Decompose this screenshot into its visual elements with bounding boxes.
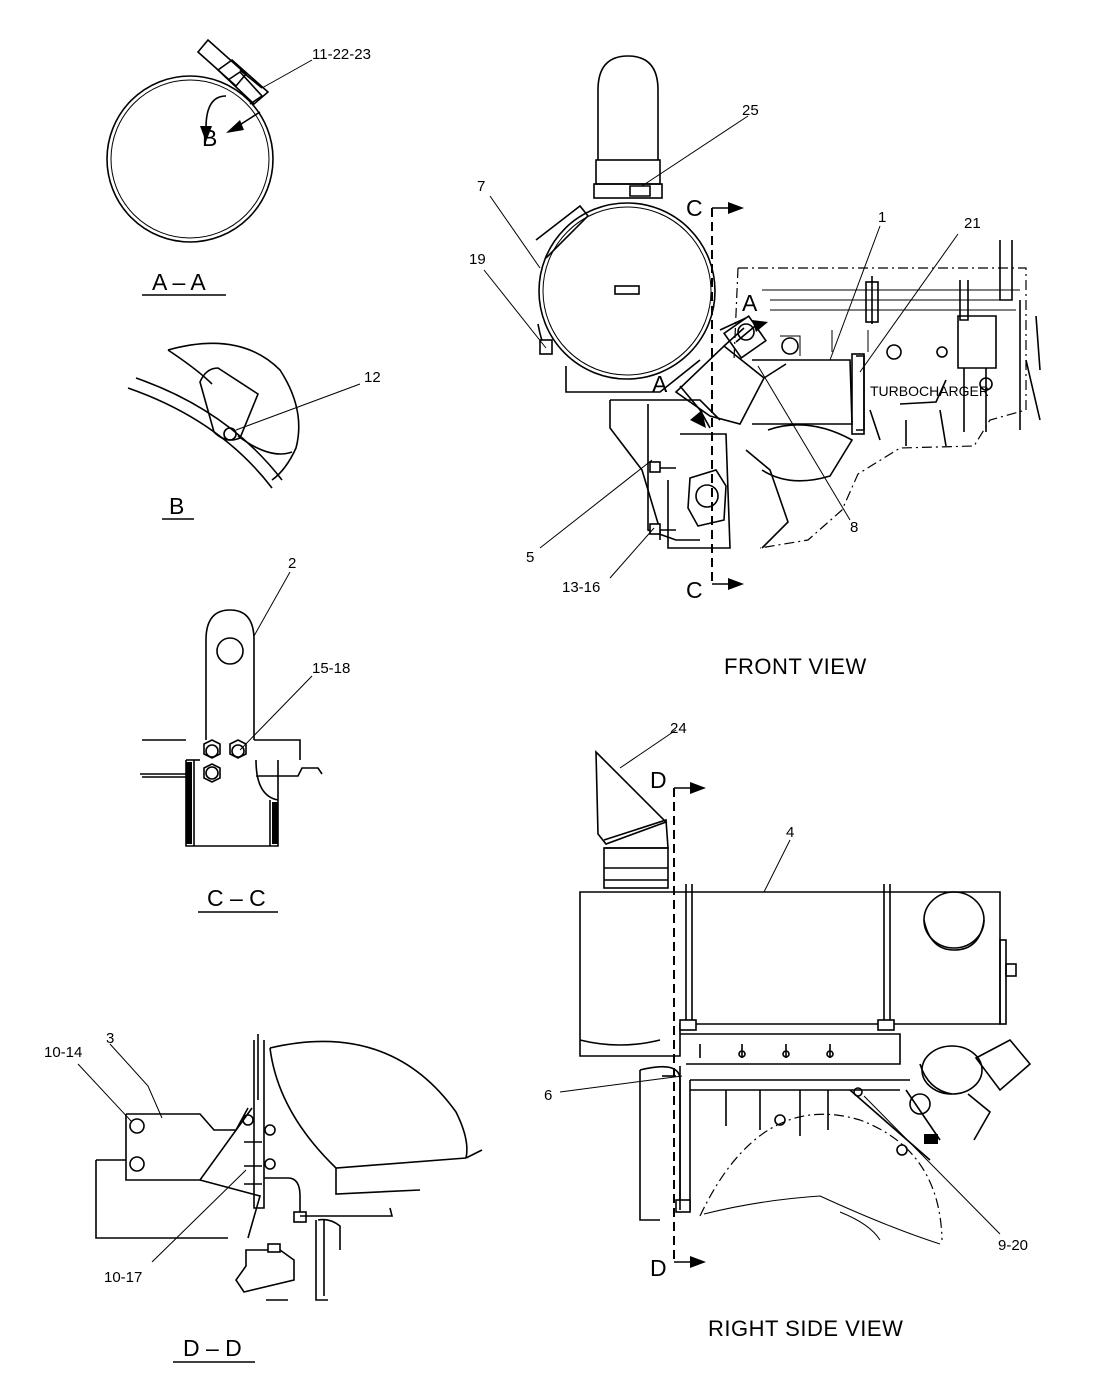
section-letter-d-bottom: D [650, 1255, 667, 1281]
callout-24: 24 [670, 720, 687, 737]
callout-19: 19 [469, 251, 486, 268]
section-cc-drawing [140, 571, 323, 847]
section-dd-drawing [77, 1034, 483, 1301]
section-title-aa: A – A [152, 269, 206, 295]
callout-1: 1 [878, 209, 886, 226]
callout-21: 21 [964, 215, 981, 232]
section-aa-drawing [106, 38, 313, 243]
section-title-dd: D – D [183, 1335, 242, 1361]
section-letter-a-top: A [742, 290, 758, 316]
section-letter-d-top: D [650, 767, 667, 793]
callout-8: 8 [850, 519, 858, 536]
callout-11-22-23: 11-22-23 [312, 46, 371, 63]
section-letter-c-top: C [686, 195, 703, 221]
section-letter-a-bottom: A [652, 371, 668, 397]
detail-b-drawing [127, 342, 361, 489]
callout-10-17: 10-17 [104, 1269, 142, 1286]
callout-5: 5 [526, 549, 534, 566]
right-side-view-title: RIGHT SIDE VIEW [708, 1316, 903, 1341]
front-view-title: FRONT VIEW [724, 654, 867, 679]
callout-12: 12 [364, 369, 381, 386]
section-title-cc: C – C [207, 885, 266, 911]
callout-4: 4 [786, 824, 794, 841]
callout-13-16: 13-16 [562, 579, 600, 596]
section-title-b: B [169, 493, 184, 519]
callout-25: 25 [742, 102, 759, 119]
section-letter-b: B [202, 125, 217, 151]
callout-15-18: 15-18 [312, 660, 350, 677]
front-view-drawing [483, 55, 1041, 590]
callout-10-14: 10-14 [44, 1044, 82, 1061]
callout-3: 3 [106, 1030, 114, 1047]
turbocharger-label: TURBOCHARGER [870, 383, 989, 399]
section-letter-c-bottom: C [686, 577, 703, 603]
callout-7: 7 [477, 178, 485, 195]
right-side-view-drawing [559, 729, 1032, 1268]
callout-6: 6 [544, 1087, 552, 1104]
callout-2: 2 [288, 555, 296, 572]
callout-9-20: 9-20 [998, 1237, 1028, 1254]
